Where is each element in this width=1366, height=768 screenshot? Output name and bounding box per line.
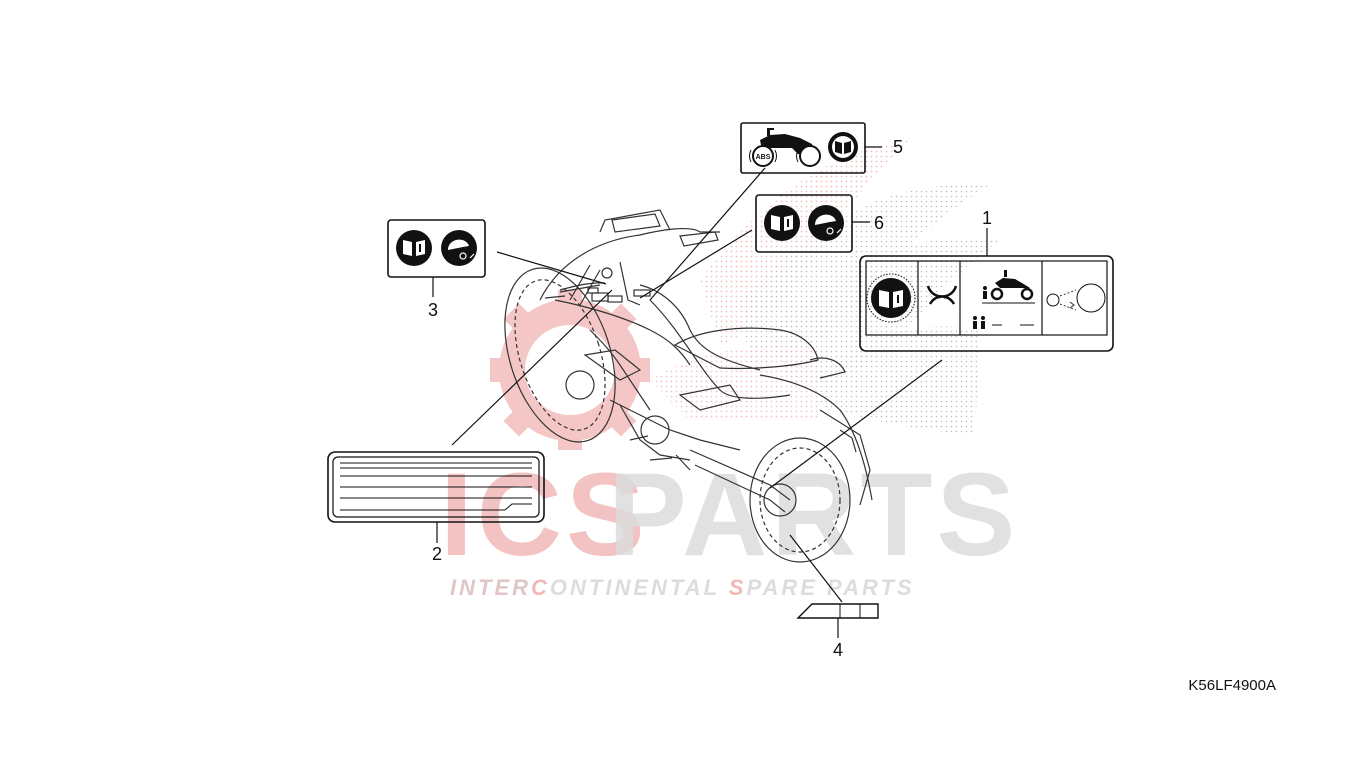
part-3-manual-helmet-label[interactable] [387,219,486,278]
owners-manual-icon [866,273,916,323]
part-4-small-label[interactable] [796,603,879,619]
tire-pressure-icon [926,285,958,305]
diagram-code: K56LF4900A [1188,677,1276,694]
callout-5[interactable]: 5 [893,137,903,157]
headlight-aim-icon [1046,283,1106,313]
part-5-abs-label[interactable]: ABS [740,122,866,174]
loading-motorcycle-icon [973,270,1035,329]
watermark-tagline: INTERCONTINENTAL SPARE PARTS [450,575,915,600]
part-1-caution-label[interactable] [859,255,1114,352]
owners-manual-icon [396,230,432,266]
callout-6[interactable]: 6 [874,213,884,233]
callout-2[interactable]: 2 [432,544,442,564]
tagline-part: C [531,575,550,600]
gear-logo-watermark [490,290,650,450]
callout-4[interactable]: 4 [833,640,843,660]
watermark-brand-suffix: PARTS [608,449,1019,581]
watermark: ICS PARTS INTERCONTINENTAL SPARE PARTS [440,140,1019,600]
helmet-icon [808,205,844,241]
tagline-part: PARE PARTS [746,575,914,600]
tagline-part: ONTINENTAL [550,575,729,600]
part-6-manual-helmet-label[interactable] [755,194,853,253]
helmet-icon [441,230,477,266]
part-2-info-plate[interactable] [327,451,545,523]
leader-lines [451,167,943,603]
tagline-part: INTER [450,575,531,600]
abs-motorcycle-icon: ABS [749,128,821,167]
owners-manual-icon [764,205,800,241]
watermark-brand-prefix: ICS [440,449,649,581]
abs-text: ABS [756,154,771,161]
wing-logo-watermark [650,140,1000,435]
owners-manual-icon [828,132,858,162]
tagline-part: S [729,575,747,600]
callout-3[interactable]: 3 [428,300,438,320]
callout-1[interactable]: 1 [982,208,992,228]
